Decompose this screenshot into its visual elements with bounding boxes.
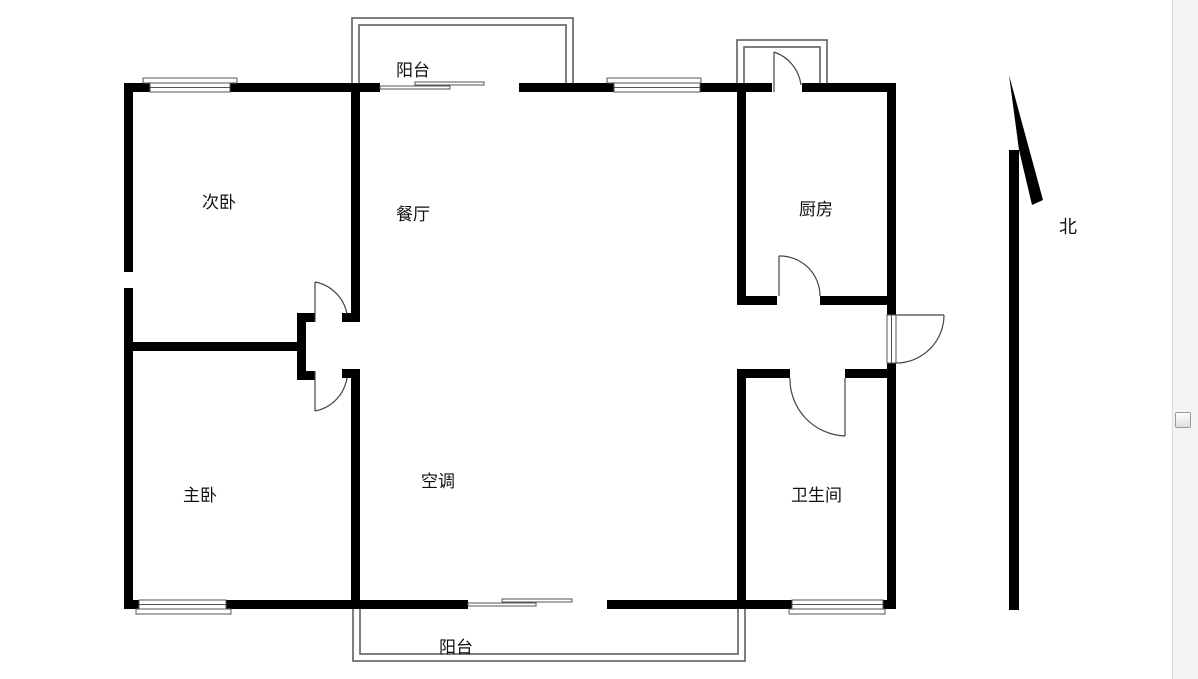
window-second-bedroom xyxy=(142,77,238,93)
north-arrow-icon xyxy=(1009,75,1043,610)
label-air-conditioning: 空调 xyxy=(421,472,455,492)
kitchen-shaft-outline xyxy=(736,39,828,83)
window-living-top xyxy=(606,77,702,93)
door-kitchen-shaft xyxy=(773,51,802,92)
window-bathroom xyxy=(788,599,886,615)
swing-doors xyxy=(314,51,945,437)
door-master-bedroom xyxy=(314,371,348,412)
label-dining-room: 餐厅 xyxy=(396,205,430,225)
label-balcony-top: 阳台 xyxy=(396,61,430,81)
label-bathroom: 卫生间 xyxy=(791,486,842,506)
label-north: 北 xyxy=(1059,217,1077,238)
label-kitchen: 厨房 xyxy=(799,200,833,220)
door-second-bedroom xyxy=(314,281,348,322)
sliding-door-top xyxy=(379,81,485,90)
windows xyxy=(135,77,897,615)
window-entry xyxy=(886,314,897,364)
sliding-door-bottom xyxy=(467,598,573,607)
window-master-bedroom xyxy=(135,599,232,615)
walls xyxy=(124,83,896,609)
label-balcony-bottom: 阳台 xyxy=(439,638,473,658)
door-bathroom xyxy=(789,377,846,437)
scrollbar-thumb[interactable] xyxy=(1175,412,1191,428)
balcony-top-outline xyxy=(351,17,574,83)
vertical-scrollbar[interactable] xyxy=(1172,0,1198,679)
label-second-bedroom: 次卧 xyxy=(202,193,236,213)
floor-plan: 阳台 次卧 餐厅 厨房 主卧 空调 卫生间 阳台 北 xyxy=(124,17,1077,662)
door-entry xyxy=(895,314,945,364)
balcony-bottom-outline xyxy=(352,604,746,662)
door-kitchen xyxy=(778,255,821,297)
label-master-bedroom: 主卧 xyxy=(183,486,217,506)
